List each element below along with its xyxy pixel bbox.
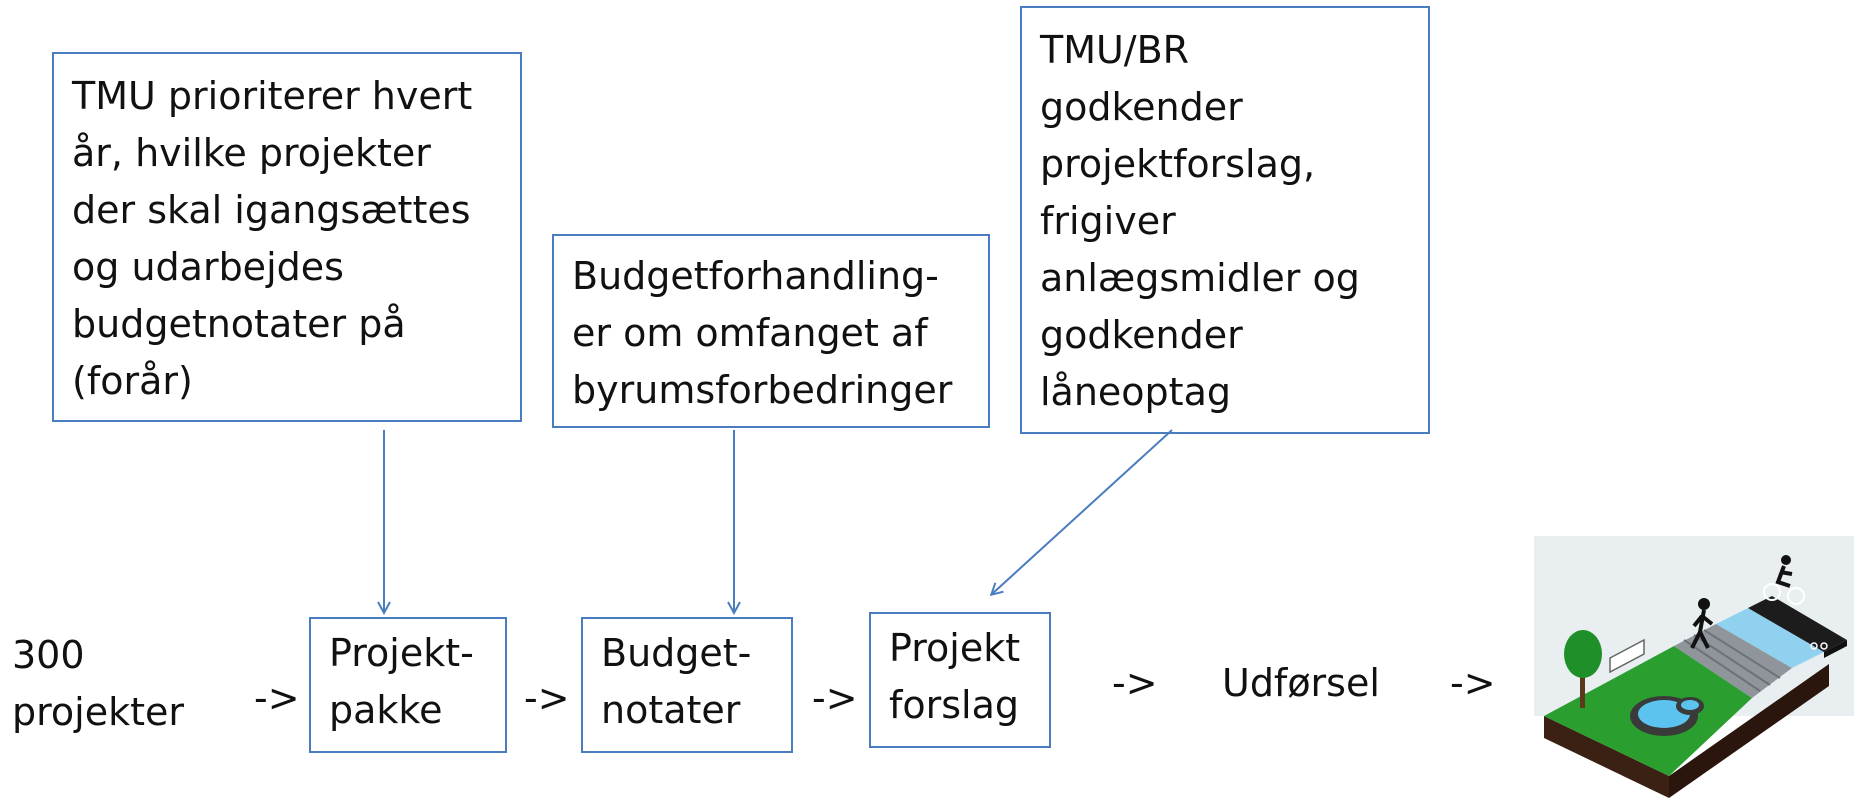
start-label: 300 projekter — [12, 627, 184, 741]
budget-notes-box: Budget- notater — [581, 617, 793, 753]
box-line: der skal igangsættes — [72, 188, 471, 232]
box-line: år, hvilke projekter — [72, 131, 431, 175]
box-line: forslag — [889, 683, 1020, 727]
project-proposal-box: Projekt forslag — [869, 612, 1051, 748]
box-line: frigiver — [1040, 199, 1176, 243]
flow-arrow: -> — [1450, 661, 1496, 705]
box-line: og udarbejdes — [72, 245, 344, 289]
box-line: byrumsforbedringer — [572, 368, 953, 412]
box-line: låneoptag — [1040, 370, 1231, 414]
box-line: projektforslag, — [1040, 142, 1316, 186]
flow-arrow: -> — [1112, 661, 1158, 705]
flow-arrow: -> — [254, 676, 300, 720]
project-package-box: Projekt- pakke — [309, 617, 507, 753]
arrow-to-project-proposal — [992, 429, 1173, 594]
box-line: pakke — [329, 688, 443, 732]
box-line: TMU/BR — [1040, 28, 1190, 72]
box-line: Projekt- — [329, 631, 474, 675]
tmu-prioritizes-box: TMU prioriterer hvert år, hvilke projekt… — [52, 52, 522, 422]
box-line: (forår) — [72, 359, 193, 403]
urban-space-illustration-icon — [1534, 536, 1854, 798]
box-line: godkender — [1040, 85, 1243, 129]
flow-arrow: -> — [812, 676, 858, 720]
box-line: notater — [601, 688, 741, 732]
box-line: Projekt — [889, 626, 1021, 670]
box-line: anlægsmidler og — [1040, 256, 1360, 300]
box-line: budgetnotater på — [72, 302, 406, 346]
box-line: TMU prioriterer hvert — [72, 74, 473, 118]
start-line: 300 — [12, 633, 85, 677]
execution-label: Udførsel — [1222, 661, 1380, 705]
box-line: er om omfanget af — [572, 311, 928, 355]
box-line: godkender — [1040, 313, 1243, 357]
flow-arrow: -> — [524, 676, 570, 720]
tmu-br-approves-box: TMU/BR godkender projektforslag, frigive… — [1020, 6, 1430, 434]
box-line: Budget- — [601, 631, 752, 675]
box-line: Budgetforhandling- — [572, 254, 939, 298]
start-line: projekter — [12, 690, 185, 734]
budget-negotiations-box: Budgetforhandling- er om omfanget af byr… — [552, 234, 990, 428]
